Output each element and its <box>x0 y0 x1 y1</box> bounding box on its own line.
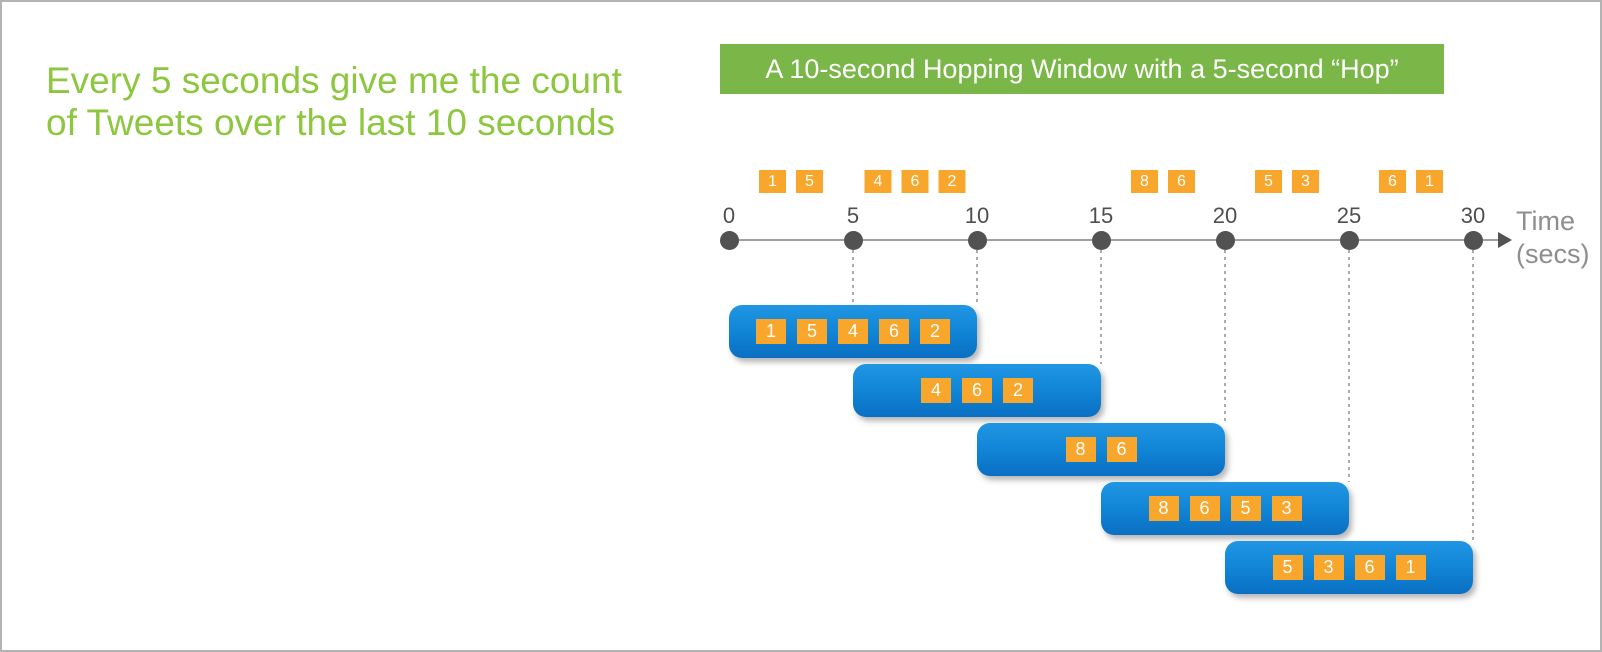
window-event-box: 3 <box>1313 555 1344 580</box>
event-box: 4 <box>864 170 892 193</box>
window-event-box: 6 <box>1106 437 1137 462</box>
window-event-box: 2 <box>1003 378 1033 403</box>
event-box: 3 <box>1292 170 1319 193</box>
timeline-arrow-icon <box>1498 232 1512 248</box>
diagram-title: A 10-second Hopping Window with a 5-seco… <box>765 53 1399 84</box>
event-box: 5 <box>1255 170 1282 193</box>
window-event-box: 6 <box>962 378 992 403</box>
axis-label-line2: (secs) <box>1516 239 1590 269</box>
tick-label: 30 <box>1460 203 1486 228</box>
tick-label: 5 <box>846 203 860 228</box>
window-event-box: 8 <box>1148 496 1179 521</box>
event-box: 6 <box>1379 170 1406 193</box>
window-event-box: 2 <box>920 319 950 344</box>
timeline-dot <box>1463 230 1483 250</box>
timeline-dot <box>967 230 987 250</box>
event-box: 2 <box>938 170 966 193</box>
tick-label: 0 <box>722 203 736 228</box>
timeline-axis <box>729 239 1500 241</box>
query-description-text: Every 5 seconds give me the count of Twe… <box>46 60 622 143</box>
axis-label: Time (secs) <box>1516 205 1590 271</box>
window-event-box: 3 <box>1271 496 1302 521</box>
event-box: 6 <box>1168 170 1195 193</box>
window-event-box: 5 <box>1230 496 1261 521</box>
window-event-box: 5 <box>797 319 827 344</box>
tick-label: 15 <box>1088 203 1114 228</box>
tick-label: 20 <box>1212 203 1238 228</box>
timeline-dot <box>719 230 739 250</box>
window-event-box: 6 <box>1189 496 1220 521</box>
tick-label: 10 <box>964 203 990 228</box>
window-event-box: 6 <box>1354 555 1385 580</box>
event-box: 5 <box>796 170 823 193</box>
tick-label: 25 <box>1336 203 1362 228</box>
event-box: 6 <box>901 170 929 193</box>
window-event-box: 1 <box>1395 555 1426 580</box>
dashed-guide-line <box>1472 250 1474 541</box>
window-event-box: 6 <box>879 319 909 344</box>
window-event-box: 1 <box>756 319 786 344</box>
timeline-dot <box>1091 230 1111 250</box>
dashed-guide-line <box>1224 250 1226 423</box>
event-box: 8 <box>1131 170 1158 193</box>
event-box: 1 <box>1416 170 1443 193</box>
event-box: 1 <box>759 170 786 193</box>
window-event-box: 4 <box>921 378 951 403</box>
axis-label-line1: Time <box>1516 206 1575 236</box>
timeline-dot <box>1339 230 1359 250</box>
diagram-title-banner: A 10-second Hopping Window with a 5-seco… <box>720 44 1444 94</box>
timeline-dot <box>1215 230 1235 250</box>
window-event-box: 4 <box>838 319 868 344</box>
window-event-box: 5 <box>1272 555 1303 580</box>
timeline-dot <box>843 230 863 250</box>
dashed-guide-line <box>1100 250 1102 364</box>
dashed-guide-line <box>852 250 854 305</box>
window-event-box: 8 <box>1065 437 1096 462</box>
dashed-guide-line <box>1348 250 1350 482</box>
dashed-guide-line <box>976 250 978 305</box>
